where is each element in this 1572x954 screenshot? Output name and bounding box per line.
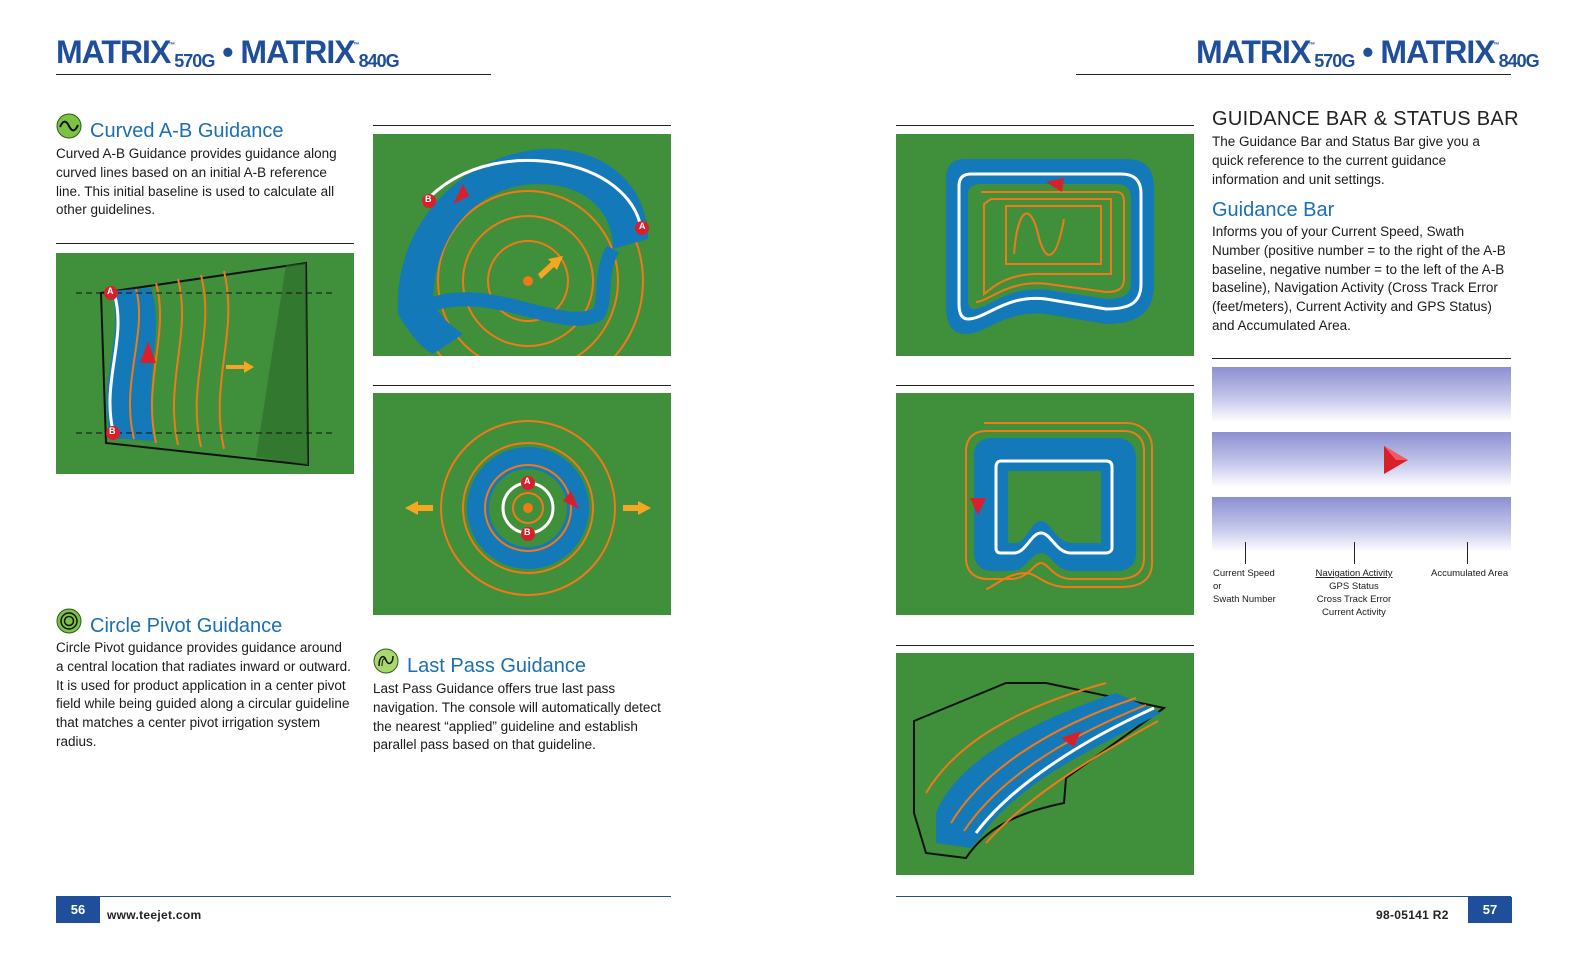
header-rule-right <box>1076 74 1511 75</box>
guidance-bar-band-1 <box>1212 367 1511 422</box>
marker-a: A <box>107 286 114 296</box>
curved-ab-diagram: A B <box>56 253 354 474</box>
last-pass-title: Last Pass Guidance <box>407 655 586 677</box>
footer-doc-number: 98-05141 R2 <box>1376 908 1449 922</box>
curved-arc-diagram: B A <box>373 134 671 356</box>
label-current-speed: Current Speed or Swath Number <box>1213 568 1276 605</box>
page-number-left: 56 <box>56 897 100 923</box>
marker-a: A <box>524 476 531 486</box>
last-pass-diagram-1 <box>896 134 1194 356</box>
footer-rule-right <box>896 896 1511 897</box>
footer-url: www.teejet.com <box>107 908 202 922</box>
curved-ab-text: Curved A-B Guidance provides guidance al… <box>56 146 337 218</box>
circle-pivot-text: Circle Pivot guidance provides guidance … <box>56 640 351 749</box>
footer-rule-left <box>56 896 671 897</box>
pivot-diagram-rule-top <box>373 385 671 386</box>
guidance-status-text: The Guidance Bar and Status Bar give you… <box>1212 134 1480 187</box>
guidance-status-title: GUIDANCE BAR & STATUS BAR <box>1212 108 1519 130</box>
circle-pivot-icon <box>56 608 82 634</box>
guidance-bar-title: Guidance Bar <box>1212 199 1335 221</box>
brand-logo-left: MATRIX™570G • MATRIX™840G <box>56 34 400 71</box>
curved-ab-title: Curved A-B Guidance <box>90 120 284 142</box>
play-arrow-icon <box>1384 446 1408 474</box>
last-pass-icon <box>373 648 399 674</box>
marker-b: B <box>524 527 531 537</box>
circle-pivot-title: Circle Pivot Guidance <box>90 615 283 637</box>
label-accumulated-area: Accumulated Area <box>1431 568 1509 579</box>
last-pass-text: Last Pass Guidance offers true last pass… <box>373 681 661 753</box>
guidance-bar-text: Informs you of your Current Speed, Swath… <box>1212 224 1506 333</box>
tick-area <box>1467 542 1468 564</box>
curved-ab-rule <box>56 243 354 244</box>
curved-ab-icon <box>56 113 82 139</box>
page-number-right: 57 <box>1468 897 1512 923</box>
marker-b: B <box>109 426 116 436</box>
tick-speed <box>1245 542 1246 564</box>
last-pass-diagram-2 <box>896 393 1194 615</box>
marker-a: A <box>639 221 646 231</box>
brand-logo-right: MATRIX™570G • MATRIX™840G <box>1196 34 1540 71</box>
tick-nav <box>1354 542 1355 564</box>
guidance-bar-band-3 <box>1212 497 1511 552</box>
lastpass-diagram3-rule <box>896 645 1194 646</box>
lastpass-diagram1-rule <box>896 125 1194 126</box>
circle-pivot-diagram: A B <box>373 393 671 615</box>
lastpass-diagram2-rule <box>896 385 1194 386</box>
header-rule-left <box>56 74 491 75</box>
marker-b: B <box>425 194 432 204</box>
label-navigation-activity: Navigation Activity GPS Status Cross Tra… <box>1315 568 1393 618</box>
guidance-bar-band-2 <box>1212 432 1511 487</box>
last-pass-diagram-3 <box>896 653 1194 875</box>
circle-diagram-rule-top <box>373 125 671 126</box>
guidance-bar-rule <box>1212 358 1511 359</box>
